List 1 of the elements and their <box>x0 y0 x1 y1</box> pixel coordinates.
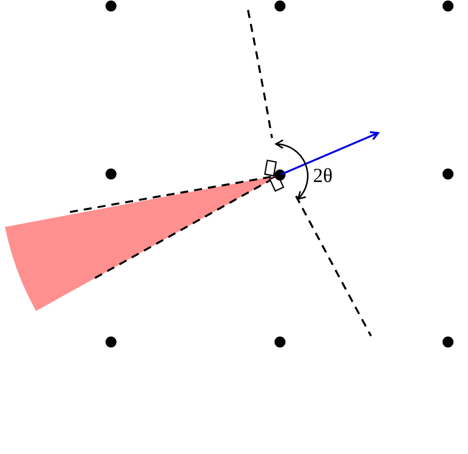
angle-label: 2θ <box>313 165 333 188</box>
